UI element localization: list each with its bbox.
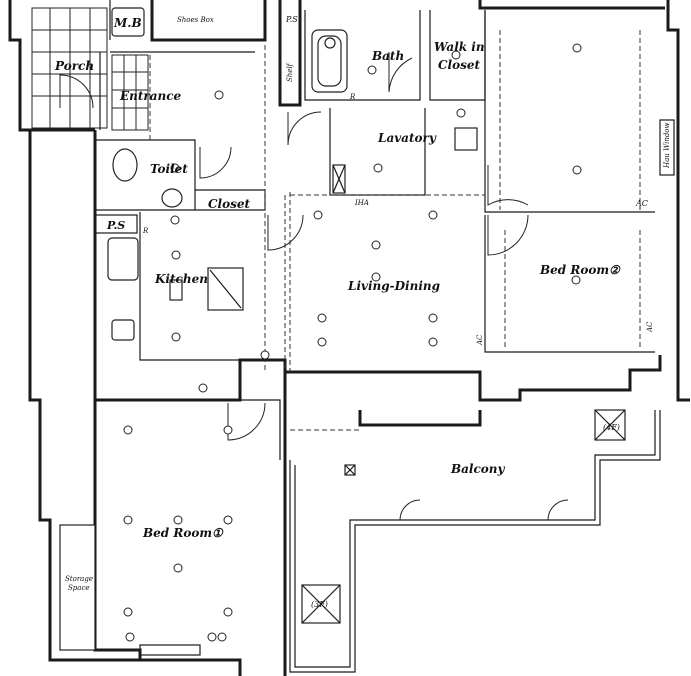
ac-label-2: AC	[476, 334, 484, 346]
porch-label: Porch	[54, 59, 94, 73]
fixtures	[59, 7, 675, 656]
ac-label-1: AC	[635, 199, 648, 208]
balcony-railing	[289, 410, 661, 673]
mark-3f: (3F)	[311, 600, 328, 609]
ps-kitchen-label: P.S	[106, 219, 125, 232]
toilet-sink	[161, 188, 183, 208]
storage-space	[59, 524, 96, 651]
walk-in-closet-label-1: Walk in	[434, 40, 485, 54]
kitchen-label: Kitchen	[154, 272, 208, 286]
outer-walls	[8, 0, 690, 676]
r-kitchen-label: R	[142, 227, 149, 235]
porch-tiles	[31, 7, 108, 129]
bath-label: Bath	[371, 49, 404, 63]
bedroom-2-label: Bed Room②	[539, 263, 621, 277]
lavatory-label: Lavatory	[377, 131, 437, 145]
shelf-label: Shelf	[286, 62, 294, 82]
mb-label: M.B	[113, 16, 142, 30]
hau-window-label: Hau Window	[663, 122, 671, 169]
toilet-bowl	[112, 148, 138, 182]
shoes-box-label: Shoes Box	[177, 16, 214, 24]
living-dining-label: Living-Dining	[347, 279, 440, 293]
room-labels: M.B Shoes Box P.S Porch Entrance Bath Wa…	[54, 15, 671, 609]
storage-label-1: Storage	[65, 575, 93, 583]
r-bath-label: R	[349, 93, 356, 101]
iha-label: IHA	[354, 199, 369, 207]
doors	[59, 52, 569, 521]
kitchen-sink	[107, 237, 139, 281]
bedroom-1-label: Bed Room①	[142, 526, 224, 540]
ceiling-lights	[123, 43, 582, 642]
storage-label-2: Space	[68, 584, 90, 592]
interior-walls	[94, 0, 655, 460]
closet-label: Closet	[208, 197, 251, 211]
toilet-label: Toilet	[150, 162, 188, 176]
balcony-label: Balcony	[450, 462, 506, 476]
ps-top-label: P.S	[285, 15, 298, 24]
ac-label-3: AC	[646, 321, 654, 333]
meter-box	[111, 7, 145, 37]
wash-basin	[454, 127, 478, 151]
walk-in-closet-label-2: Closet	[438, 58, 481, 72]
entrance-tiles	[111, 54, 149, 131]
hau-window	[659, 119, 675, 176]
mark-4f: (4F)	[603, 423, 620, 432]
dashed-lines	[149, 30, 641, 372]
entrance-label: Entrance	[119, 89, 182, 103]
